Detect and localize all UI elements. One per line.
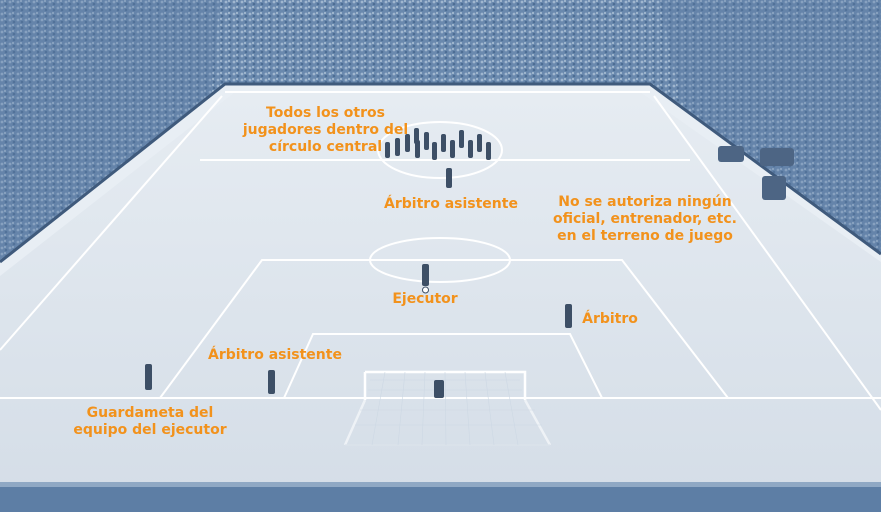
label-referee: Árbitro <box>582 311 638 327</box>
advertising-board <box>0 486 881 512</box>
label-kicker-team-goalkeeper: Guardameta del equipo del ejecutor <box>73 405 227 438</box>
label-assistant-referee-bottom: Árbitro asistente <box>208 347 342 363</box>
assistant-referee-bottom-figure <box>268 370 275 394</box>
goal-net <box>355 371 542 446</box>
label-no-officials: No se autoriza ningún oficial, entrenado… <box>553 194 737 244</box>
centre-circle <box>377 121 503 179</box>
goal <box>343 370 552 446</box>
label-kicker: Ejecutor <box>392 291 458 307</box>
label-other-players: Todos los otros jugadores dentro del cír… <box>242 105 409 155</box>
kicker-team-goalkeeper-figure <box>145 364 152 390</box>
stands-tier-left <box>0 0 220 280</box>
left-touchline <box>0 95 223 351</box>
stands-tier-right <box>660 0 881 280</box>
goal-area <box>283 333 603 399</box>
kicker-figure <box>422 264 429 286</box>
advertising-board-top <box>0 482 881 487</box>
figures <box>145 264 572 398</box>
label-assistant-referee-top: Árbitro asistente <box>384 196 518 212</box>
player-group <box>385 128 491 188</box>
right-touchline <box>653 95 881 411</box>
team-benches <box>718 146 794 200</box>
pitch-markings <box>0 91 881 411</box>
penalty-area <box>159 259 729 399</box>
pitch-surface <box>0 92 881 512</box>
defending-goalkeeper-figure <box>434 380 444 398</box>
referee-figure <box>565 304 572 328</box>
wall-edge <box>0 82 881 264</box>
